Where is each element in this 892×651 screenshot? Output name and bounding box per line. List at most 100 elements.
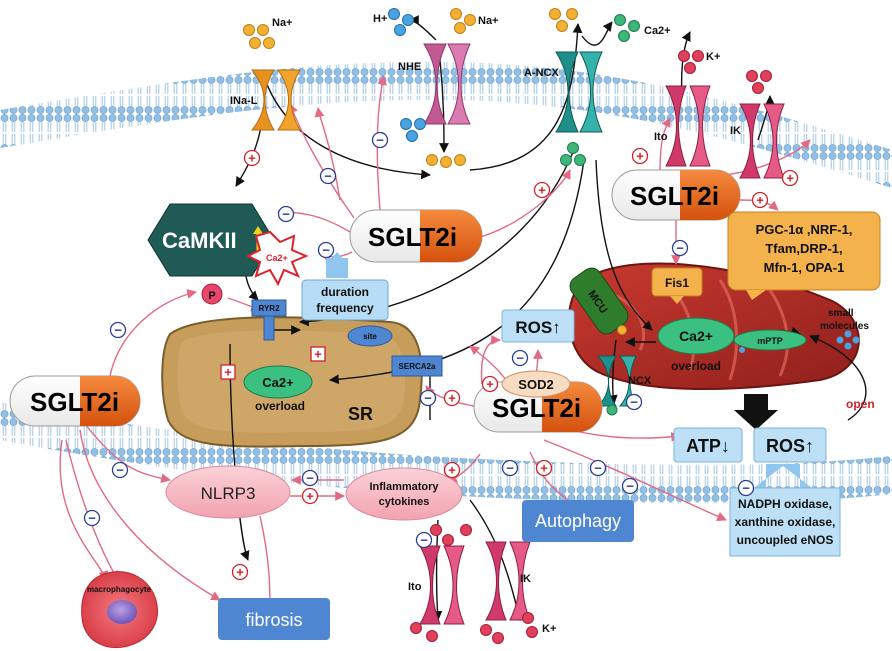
svg-text:+: + xyxy=(540,461,548,476)
ca-burst-label: Ca2+ xyxy=(266,253,288,263)
sod2-label: SOD2 xyxy=(518,377,553,392)
ryr2-receptor: RYR2 xyxy=(251,299,287,341)
svg-text:−: − xyxy=(594,461,602,476)
minus-sign-icon: − xyxy=(371,131,389,149)
serca2a-label: SERCA2a xyxy=(399,362,436,371)
atp-label: ATP↓ xyxy=(686,436,730,456)
mptp-label: mPTP xyxy=(757,336,783,346)
svg-text:−: − xyxy=(116,463,124,478)
macrophagocyte-label: macrophagocyte xyxy=(87,585,152,594)
svg-text:−: − xyxy=(282,207,290,222)
sglt2i-pill-bottom: SGLT2i xyxy=(473,381,603,433)
minus-sign-icon: − xyxy=(501,459,519,477)
svg-text:−: − xyxy=(376,133,384,148)
site-label: site xyxy=(363,332,377,341)
ros-top-label: ROS↑ xyxy=(515,318,560,337)
label-ncx-mito: NCX xyxy=(628,375,652,387)
plus-sign-icon: + xyxy=(781,169,799,187)
sign-markers: +−−+−−+++−−+++−−+−−−−+−−+−−−++ xyxy=(83,131,799,581)
minus-sign-icon: − xyxy=(415,531,433,549)
svg-text:−: − xyxy=(114,323,122,338)
cell-membrane-bottom xyxy=(0,402,892,504)
sr-ca-label: Ca2+ xyxy=(262,375,294,390)
camkii-label: CaMKII xyxy=(162,228,237,253)
sr-label: SR xyxy=(348,404,373,424)
svg-text:+: + xyxy=(786,171,794,186)
plus-sign-icon: + xyxy=(533,181,551,199)
svg-text:−: − xyxy=(306,471,314,486)
svg-text:−: − xyxy=(742,481,750,496)
svg-text:−: − xyxy=(322,243,330,258)
label-ito-top: Ito xyxy=(654,131,668,143)
plus-sign-icon: + xyxy=(301,487,319,505)
minus-sign-icon: − xyxy=(589,459,607,477)
minus-sign-icon: − xyxy=(301,469,319,487)
fibrosis-label: fibrosis xyxy=(245,610,302,630)
ion-ca-top: Ca2+ xyxy=(644,25,671,37)
minus-sign-icon: − xyxy=(737,479,755,497)
ros-right-box: ROS↑ xyxy=(753,427,827,463)
plus-sign-icon: + xyxy=(243,149,261,167)
down-arrow-icon xyxy=(734,394,778,430)
label-ina-l: INa-L xyxy=(230,95,258,107)
svg-text:−: − xyxy=(88,511,96,526)
mito-ca-label: Ca2+ xyxy=(679,328,713,344)
ion-dots xyxy=(243,8,860,644)
autophagy-box: Autophagy xyxy=(522,500,634,542)
minus-sign-icon: − xyxy=(317,241,335,259)
open-label: open xyxy=(846,397,875,411)
svg-text:−: − xyxy=(506,461,514,476)
mito-ca-node: Ca2+ overload xyxy=(657,317,735,373)
ros-top-box: ROS↑ xyxy=(501,309,575,343)
ion-na-top: Na+ xyxy=(272,17,293,29)
label-ik-bottom: IK xyxy=(520,573,531,585)
phospho-node: P xyxy=(201,283,223,305)
pgc-line3: Mfn-1, OPA-1 xyxy=(764,260,845,275)
macrophagocyte-cell: macrophagocyte xyxy=(81,571,158,648)
phospho-label: P xyxy=(208,290,215,302)
fis1-box: Fis1 xyxy=(651,267,703,304)
plus-sign-icon: + xyxy=(535,459,553,477)
nlrp3-label: NLRP3 xyxy=(201,484,256,503)
fibrosis-box: fibrosis xyxy=(218,598,330,640)
oxidase-line2: xanthine oxidase, xyxy=(735,515,836,529)
inflammatory-line1: Inflammatory xyxy=(369,481,439,493)
channel-ito-bottom xyxy=(419,545,465,625)
oxidase-line1: NADPH oxidase, xyxy=(738,497,832,511)
minus-sign-icon: − xyxy=(111,461,129,479)
nlrp3-node: NLRP3 xyxy=(165,465,291,519)
pgc-line2: Tfam,DRP-1, xyxy=(765,241,842,256)
sglt2i-pill-center: SGLT2i xyxy=(349,209,483,263)
ion-k-bottom: K+ xyxy=(542,623,556,635)
channel-nhe xyxy=(423,43,471,125)
camkii-node: CaMKII xyxy=(147,203,275,277)
minus-sign-icon: − xyxy=(109,321,127,339)
inflammatory-node: Inflammatory cytokines xyxy=(345,467,463,521)
svg-text:−: − xyxy=(424,391,432,406)
plus-sign-icon: + xyxy=(751,191,769,209)
mito-overload-label: overload xyxy=(671,359,721,373)
oxidase-box: NADPH oxidase, xanthine oxidase, uncoupl… xyxy=(729,464,841,557)
svg-text:+: + xyxy=(448,463,456,478)
svg-text:+: + xyxy=(314,347,322,362)
svg-text:+: + xyxy=(636,149,644,164)
ryr2-label: RYR2 xyxy=(258,304,280,313)
channel-a-ncx xyxy=(555,51,603,133)
svg-text:+: + xyxy=(224,365,232,380)
sglt2i-label-bottom: SGLT2i xyxy=(492,393,581,423)
up-arrow-head-icon xyxy=(253,226,263,234)
plus-sign-icon: + xyxy=(220,364,236,380)
small-molecules-line2: molecules xyxy=(820,321,869,332)
channel-ina-l xyxy=(250,69,301,131)
fis1-label: Fis1 xyxy=(665,276,689,290)
label-ito-bottom: Ito xyxy=(408,581,422,593)
sr-ca-node: Ca2+ overload SR xyxy=(243,365,373,424)
minus-sign-icon: − xyxy=(625,393,643,411)
ion-k-top: K+ xyxy=(706,51,720,63)
ros-right-label: ROS↑ xyxy=(766,436,814,456)
inflammatory-line2: cytokines xyxy=(379,496,430,508)
pgc-line1: PGC-1α ,NRF-1, xyxy=(756,222,853,237)
small-molecules-line1: small xyxy=(828,308,854,319)
oxidase-line3: uncoupled eNOS xyxy=(737,533,834,547)
